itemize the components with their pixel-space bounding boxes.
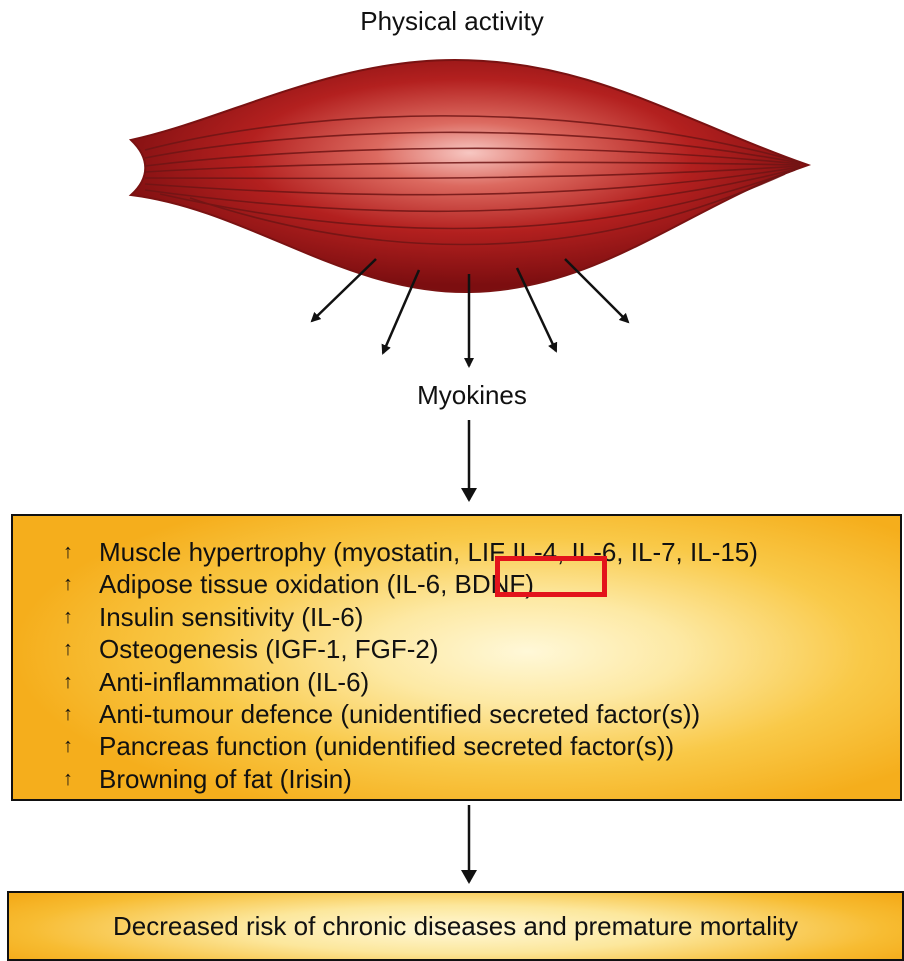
up-arrow-icon: ↑ [63,763,73,795]
outcome-box: Decreased risk of chronic diseases and p… [7,891,904,961]
outcome-text: Decreased risk of chronic diseases and p… [9,911,902,942]
up-arrow-icon: ↑ [63,666,73,698]
bdnf-highlight-box [495,556,607,597]
effect-text: Osteogenesis (IGF-1, FGF-2) [99,633,439,665]
effect-text: Muscle hypertrophy (myostatin, LIF IL-4,… [99,536,758,568]
up-arrow-icon: ↑ [63,568,73,600]
effects-box: ↑ Muscle hypertrophy (myostatin, LIF IL-4… [11,514,902,801]
up-arrow-icon: ↑ [63,601,73,633]
effect-text: Browning of fat (Irisin) [99,763,352,795]
effect-text: Pancreas function (unidentified secreted… [99,730,674,762]
up-arrow-icon: ↑ [63,730,73,762]
up-arrow-icon: ↑ [63,698,73,730]
up-arrow-icon: ↑ [63,633,73,665]
effect-text: Insulin sensitivity (IL-6) [99,601,363,633]
effect-text: Anti-tumour defence (unidentified secret… [99,698,700,730]
myokines-label: Myokines [0,380,904,411]
myokine-release-arrows [312,259,628,366]
muscle-illustration [131,60,808,292]
up-arrow-icon: ↑ [63,536,73,568]
effect-text: Adipose tissue oxidation (IL-6, BDNF) [99,568,534,600]
muscle-body [131,60,808,292]
effect-text: Anti-inflammation (IL-6) [99,666,369,698]
